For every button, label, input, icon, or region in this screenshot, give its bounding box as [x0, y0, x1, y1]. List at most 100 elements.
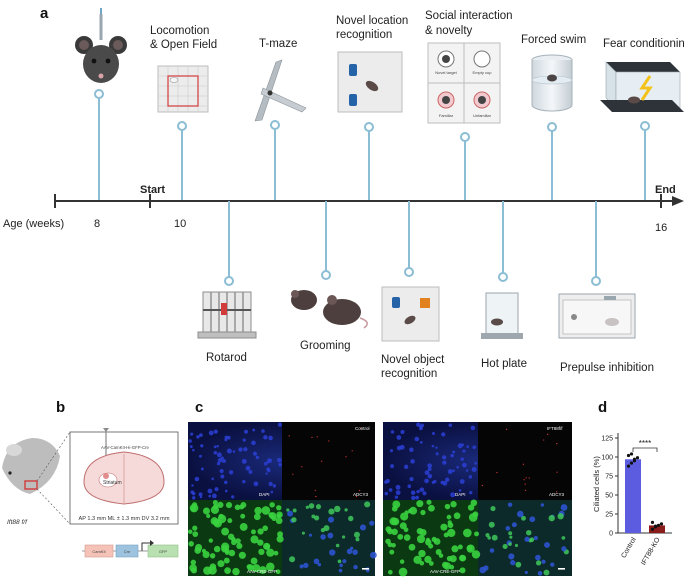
merge-cell [537, 571, 543, 576]
data-point [653, 524, 658, 528]
merge-cell [317, 562, 322, 567]
label-novel-object-2: recognition [381, 368, 437, 380]
novel-object-arena-icon [381, 286, 440, 342]
dapi-nucleus [245, 465, 251, 471]
gfp-cell [420, 509, 426, 516]
label-grooming: Grooming [300, 340, 351, 352]
dapi-nucleus [199, 495, 203, 499]
viral-construct: CamKII Cre GFP [82, 540, 179, 558]
merge-cell [323, 525, 330, 532]
micrograph-ift88: DAPI ADCY3 IFT88f/f AAV-CRE-GFP [383, 422, 572, 577]
merge-cell [335, 543, 340, 548]
dapi-nucleus [422, 491, 427, 496]
merge-cell [505, 526, 511, 531]
label-ppi: Prepulse inhibition [560, 362, 654, 374]
dapi-nucleus [450, 453, 455, 458]
connector-novel-object [404, 201, 414, 277]
dapi-nucleus [409, 447, 414, 452]
merge-cell [308, 533, 313, 537]
merge-cell [485, 533, 490, 538]
dapi-nucleus [388, 488, 393, 492]
adcy3-spot [316, 436, 318, 438]
x-tick-label: Control [620, 536, 638, 559]
dapi-nucleus [442, 460, 447, 465]
data-point [635, 456, 640, 460]
gfp-cell [399, 559, 405, 564]
data-point [650, 527, 655, 531]
construct-gfp: GFP [159, 549, 168, 554]
merge-cell [511, 522, 517, 528]
merge-cell [369, 520, 375, 526]
dapi-nucleus [242, 479, 246, 484]
merge-cell [561, 546, 567, 552]
merge-cell [507, 502, 513, 507]
dapi-nucleus [424, 478, 429, 484]
merge-cell [515, 561, 522, 568]
label-social-2: & novelty [425, 25, 473, 37]
timeline-axis [54, 194, 684, 208]
gfp-cell [276, 511, 283, 518]
significance-bracket [632, 447, 658, 452]
social-q3: Familiar [439, 113, 454, 118]
merge-cell [488, 521, 495, 528]
merge-cell [313, 558, 320, 565]
label-fear: Fear conditioning [603, 38, 685, 50]
merge-cell [359, 524, 367, 531]
adcy3-spot [351, 450, 353, 452]
dapi-nucleus [194, 476, 200, 482]
merge-cell [314, 515, 320, 521]
gfp-cell [208, 565, 217, 575]
gfp-cell [250, 557, 258, 565]
gfp-cell [447, 528, 456, 538]
merge-cell [533, 536, 538, 541]
tick-8: 8 [94, 218, 100, 230]
dapi-nucleus [457, 443, 463, 449]
gfp-cell [236, 542, 243, 550]
dapi-nucleus [419, 426, 423, 431]
novel-location-arena-icon [337, 51, 403, 113]
gfp-cell [428, 504, 435, 512]
dapi-nucleus [411, 495, 416, 501]
merge-cell [320, 534, 326, 540]
dapi-nucleus [389, 449, 394, 453]
dapi-nucleus [190, 432, 194, 436]
dapi-nucleus [419, 440, 423, 444]
merge-cell [535, 554, 541, 561]
gfp-cell [262, 525, 269, 532]
dapi-nucleus [214, 487, 219, 492]
merge-cell [508, 531, 513, 536]
adcy3-spot [556, 491, 558, 493]
label-social-1: Social interaction [425, 10, 513, 22]
gfp-cell [213, 545, 221, 553]
dapi-nucleus [268, 481, 273, 487]
gfp-cell [189, 503, 199, 513]
gfp-cell [450, 501, 457, 508]
connector-hot-plate [498, 201, 508, 282]
gfp-cell [463, 528, 472, 538]
merge-cell [561, 536, 566, 540]
gfp-cell [201, 548, 207, 553]
dapi-nucleus [220, 474, 225, 479]
gfp-cell [424, 555, 432, 564]
control-adcy3-tile [282, 422, 375, 500]
bar-0 [625, 459, 641, 533]
striatum-label: Striatum [103, 480, 122, 486]
dapi-nucleus [199, 433, 203, 437]
dapi-nucleus [472, 445, 476, 449]
dapi-nucleus [415, 495, 420, 500]
gfp-cell [435, 549, 442, 555]
ift88-merge-label: AAV-CRE-GFP [430, 569, 460, 574]
dapi-nucleus [232, 450, 236, 453]
adcy3-spot [345, 456, 347, 458]
gfp-cell [250, 529, 256, 535]
gfp-cell [275, 569, 281, 575]
dapi-nucleus [200, 467, 204, 471]
adcy3-spot [543, 439, 545, 441]
dapi-nucleus [409, 477, 414, 482]
dapi-nucleus [390, 464, 395, 469]
merge-cell [510, 559, 516, 566]
injection-label: AAV-CamKII-Hi-GFP-Cre [101, 445, 150, 450]
gfp-cell [403, 534, 411, 541]
gfp-cell [209, 553, 216, 559]
merge-cell [490, 506, 496, 512]
